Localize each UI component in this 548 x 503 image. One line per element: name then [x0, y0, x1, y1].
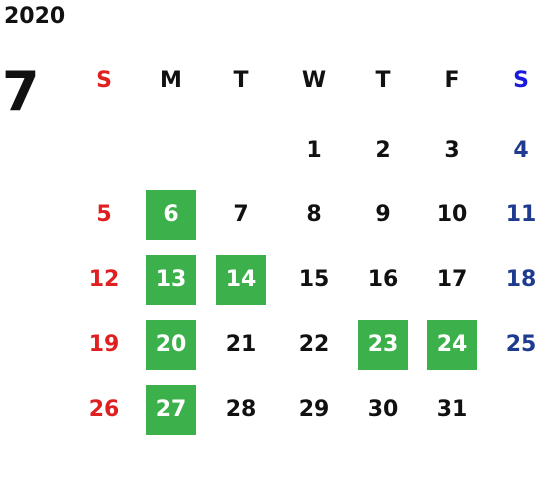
calendar-day[interactable]: 10: [436, 202, 468, 227]
calendar-day[interactable]: 15: [298, 267, 330, 292]
calendar-day[interactable]: 31: [436, 397, 468, 422]
calendar-day[interactable]: 25: [505, 332, 537, 357]
calendar-day[interactable]: 19: [88, 332, 120, 357]
weekday-header: T: [233, 68, 249, 93]
calendar-day[interactable]: 17: [436, 267, 468, 292]
weekday-header: M: [160, 68, 182, 93]
calendar-day[interactable]: 16: [367, 267, 399, 292]
calendar-day[interactable]: 4: [513, 138, 529, 163]
calendar-day[interactable]: 1: [306, 138, 322, 163]
calendar-day[interactable]: 12: [88, 267, 120, 292]
calendar-day[interactable]: 30: [367, 397, 399, 422]
calendar-day[interactable]: 9: [375, 202, 391, 227]
weekday-header: F: [444, 68, 460, 93]
calendar-day[interactable]: 22: [298, 332, 330, 357]
calendar-day[interactable]: 3: [444, 138, 460, 163]
calendar-day[interactable]: 11: [505, 202, 537, 227]
calendar-day-highlighted[interactable]: 6: [146, 190, 196, 240]
weekday-header: W: [301, 68, 327, 93]
weekday-header: S: [513, 68, 529, 93]
calendar-day-highlighted[interactable]: 24: [427, 320, 477, 370]
calendar-day-highlighted[interactable]: 23: [358, 320, 408, 370]
calendar-day-highlighted[interactable]: 20: [146, 320, 196, 370]
calendar-day[interactable]: 18: [505, 267, 537, 292]
calendar-day[interactable]: 21: [225, 332, 257, 357]
calendar-month: 7: [2, 60, 40, 123]
weekday-header: S: [96, 68, 112, 93]
calendar-day[interactable]: 8: [306, 202, 322, 227]
weekday-header: T: [375, 68, 391, 93]
calendar-year: 2020: [4, 4, 66, 29]
calendar-day-highlighted[interactable]: 27: [146, 385, 196, 435]
calendar-day[interactable]: 26: [88, 397, 120, 422]
calendar-day[interactable]: 28: [225, 397, 257, 422]
calendar-day-highlighted[interactable]: 13: [146, 255, 196, 305]
calendar-day[interactable]: 29: [298, 397, 330, 422]
calendar-day[interactable]: 7: [233, 202, 249, 227]
calendar-day[interactable]: 2: [375, 138, 391, 163]
calendar-day[interactable]: 5: [96, 202, 112, 227]
calendar-day-highlighted[interactable]: 14: [216, 255, 266, 305]
